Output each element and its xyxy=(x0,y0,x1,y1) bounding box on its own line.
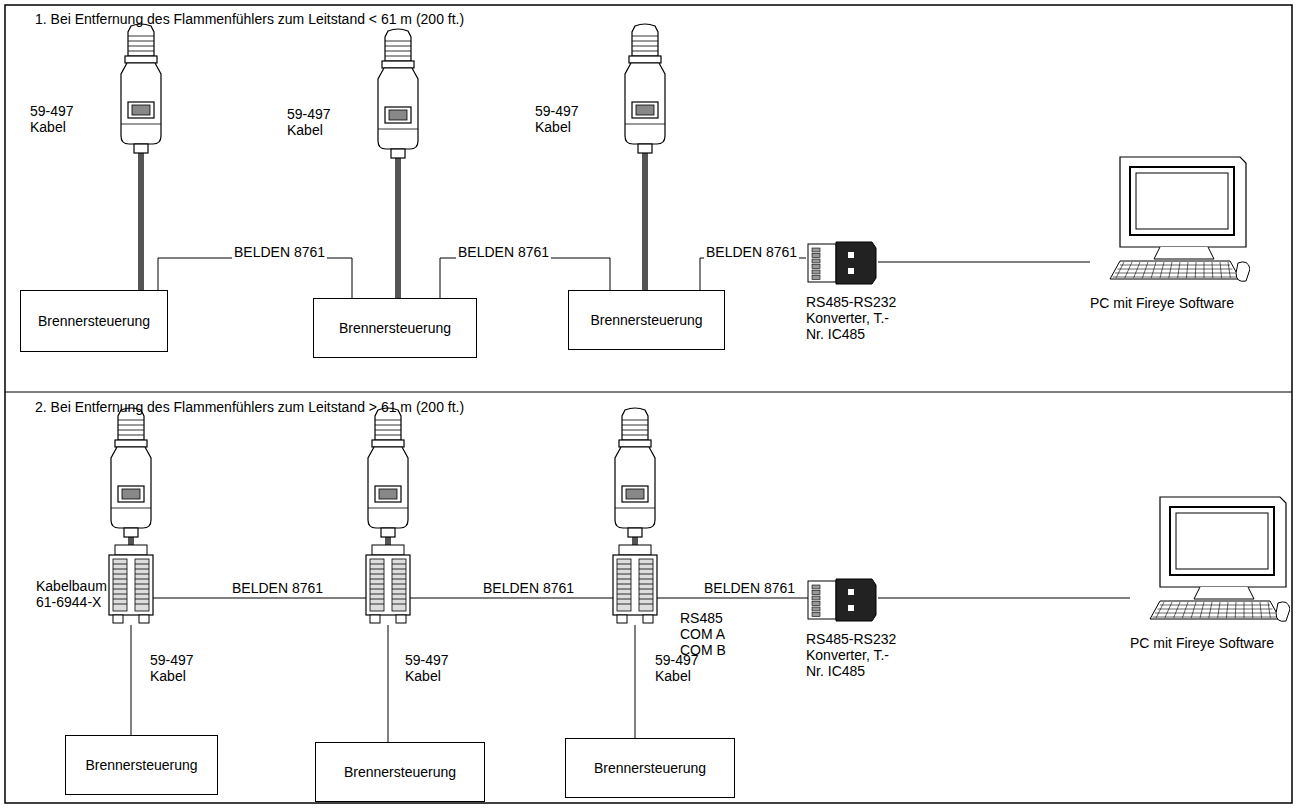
control-box: Brennersteuerung xyxy=(65,735,218,795)
box-label: Brennersteuerung xyxy=(582,312,710,328)
control-box: Brennersteuerung xyxy=(20,290,168,352)
box-label: Brennersteuerung xyxy=(77,757,205,773)
cable-label: BELDEN 8761 xyxy=(232,244,327,260)
converter: RS485-RS232 Konverter, T.-Nr. IC485 xyxy=(806,575,898,679)
box-label: Brennersteuerung xyxy=(336,764,464,780)
text-label: BELDEN 8761 xyxy=(483,580,574,596)
text-label: 1. Bei Entfernung des Flammenfühlers zum… xyxy=(35,11,464,27)
cable-line xyxy=(158,258,352,298)
device-label: RS485-RS232 Konverter, T.-Nr. IC485 xyxy=(806,631,898,679)
text-label: BELDEN 8761 xyxy=(232,580,323,596)
cable-label: BELDEN 8761 xyxy=(704,244,799,260)
control-box: Brennersteuerung xyxy=(565,738,735,798)
text-label: 59-497 Kabel xyxy=(287,106,342,138)
text-label: 59-497 Kabel xyxy=(655,652,710,684)
text-label: 59-497 Kabel xyxy=(150,652,205,684)
control-box: Brennersteuerung xyxy=(315,742,485,802)
box-label: Brennersteuerung xyxy=(30,313,158,329)
device-label: RS485-RS232 Konverter, T.-Nr. IC485 xyxy=(806,294,898,342)
converter-icon xyxy=(806,575,878,625)
box-label: Brennersteuerung xyxy=(331,320,459,336)
device-label: PC mit Fireye Software xyxy=(1130,635,1290,651)
text-label: Kabelbaum 61-6944-X xyxy=(36,578,114,610)
device-label: PC mit Fireye Software xyxy=(1090,295,1250,311)
pc-station: PC mit Fireye Software xyxy=(1130,495,1290,651)
pc-station: PC mit Fireye Software xyxy=(1090,155,1250,311)
text-label: 59-497 Kabel xyxy=(30,103,85,135)
control-box: Brennersteuerung xyxy=(313,298,477,358)
control-box: Brennersteuerung xyxy=(568,290,725,350)
text-label: 2. Bei Entfernung des Flammenfühlers zum… xyxy=(35,399,464,415)
text-label: 59-497 Kabel xyxy=(535,103,590,135)
converter-icon xyxy=(806,238,878,288)
cable-line xyxy=(878,262,1090,263)
cable-label: BELDEN 8761 xyxy=(456,244,551,260)
converter: RS485-RS232 Konverter, T.-Nr. IC485 xyxy=(806,238,898,342)
text-label: BELDEN 8761 xyxy=(704,580,795,596)
text-label: RS485 xyxy=(680,610,723,626)
cable-line xyxy=(700,258,806,290)
text-label: COM A xyxy=(680,626,725,642)
pc-icon xyxy=(1090,155,1250,287)
box-label: Brennersteuerung xyxy=(586,760,714,776)
text-label: 59-497 Kabel xyxy=(405,652,460,684)
cable-line xyxy=(878,598,1130,599)
pc-icon xyxy=(1130,495,1290,627)
